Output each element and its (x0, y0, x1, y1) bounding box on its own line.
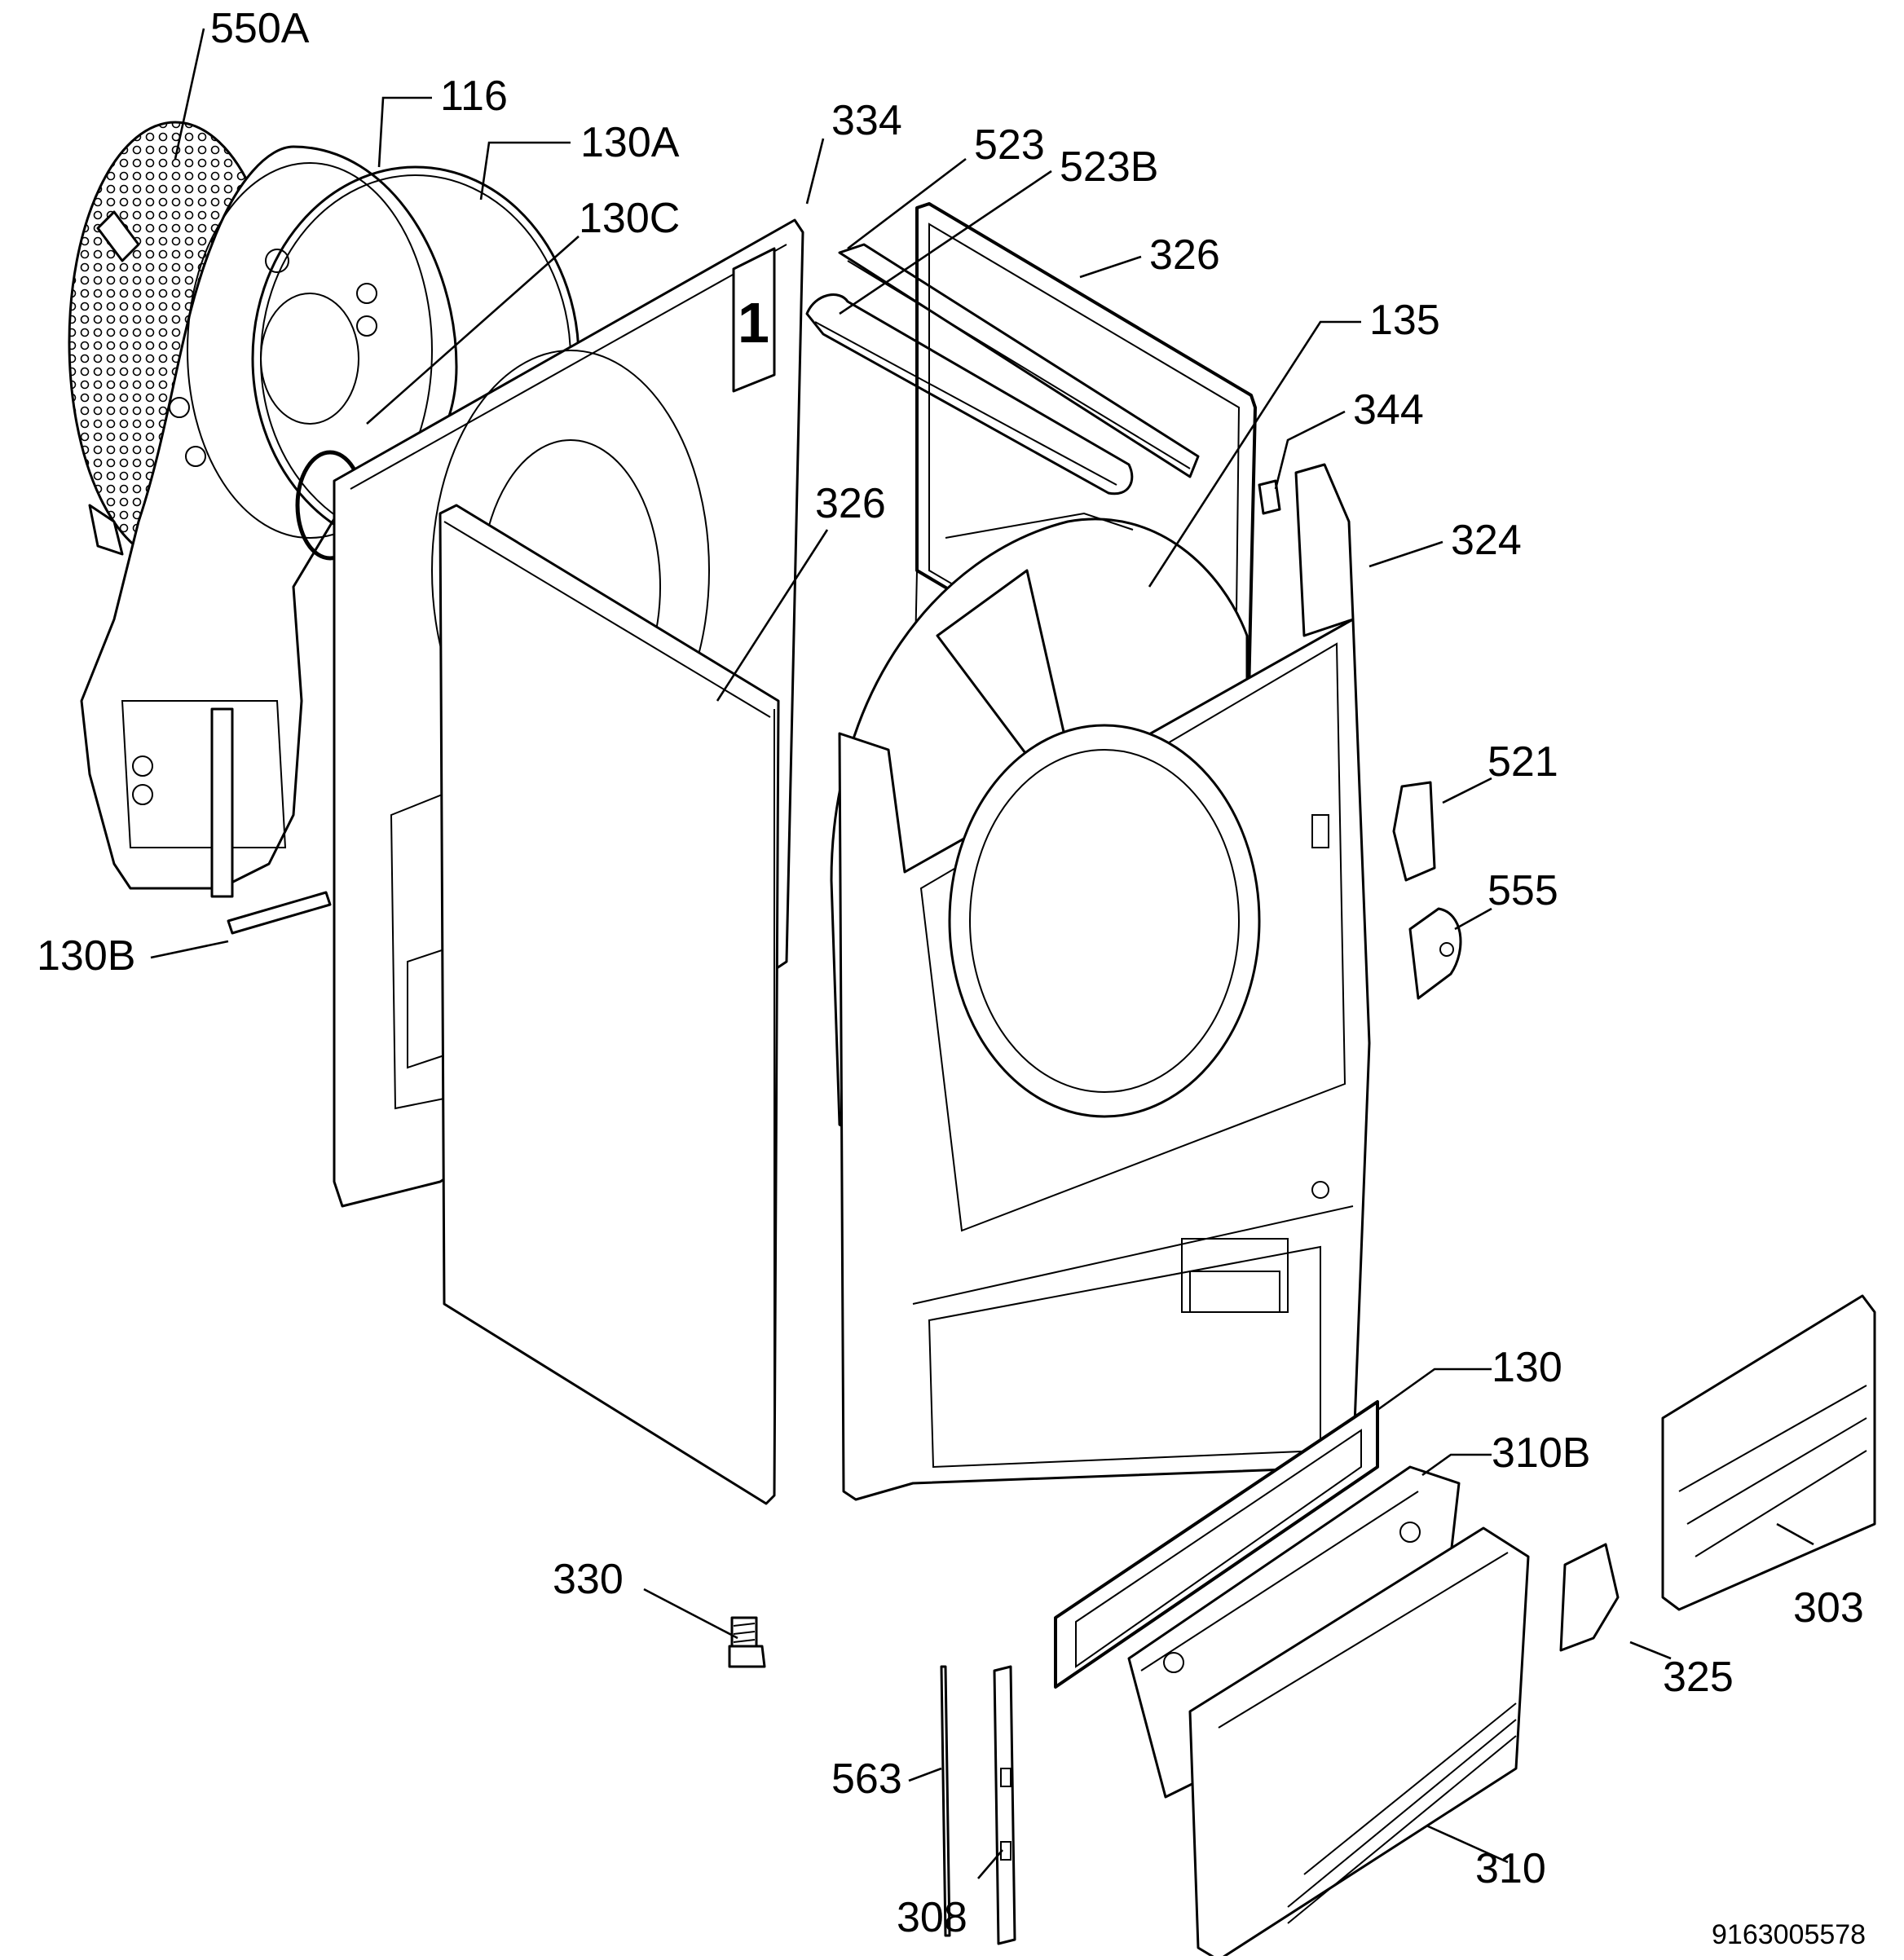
label-310B: 310B (1492, 1429, 1590, 1477)
front-panel-324 (838, 463, 1371, 1501)
label-325: 325 (1663, 1654, 1734, 1701)
side-cover-303 (1661, 1294, 1876, 1611)
hinge-344 (1258, 479, 1281, 515)
label-344: 344 (1353, 386, 1424, 434)
label-523: 523 (974, 121, 1045, 169)
latch-325 (1559, 1543, 1620, 1652)
top-seal-tube-523B (805, 293, 1134, 496)
rear-bearing-shield-116 (80, 145, 458, 898)
rod-563 (940, 1665, 951, 1937)
label-303: 303 (1793, 1584, 1864, 1632)
door-gasket-130 (1054, 1400, 1379, 1689)
document-number: 9163005578 (1712, 1919, 1866, 1950)
label-330: 330 (553, 1556, 624, 1603)
label-326-top: 326 (1149, 231, 1220, 279)
drawer-front-310 (1188, 1526, 1530, 1960)
label-550A: 550A (210, 5, 310, 52)
lamp-cover-521 (1392, 781, 1436, 882)
label-334: 334 (831, 97, 902, 144)
label-326-middle: 326 (815, 480, 886, 527)
leader-lines (150, 28, 1814, 1879)
label-130C: 130C (579, 195, 680, 242)
label-130: 130 (1492, 1344, 1562, 1391)
label-116: 116 (440, 73, 508, 120)
label-130A: 130A (580, 119, 680, 166)
label-523B: 523B (1060, 143, 1158, 191)
label-521: 521 (1488, 738, 1558, 786)
bracket-308 (993, 1665, 1016, 1945)
label-310: 310 (1475, 1845, 1546, 1892)
label-135: 135 (1369, 297, 1440, 344)
label-555: 555 (1488, 867, 1558, 914)
label-308: 308 (897, 1894, 967, 1941)
side-panel-326 (439, 504, 780, 1505)
panel-stamp-number: 1 (738, 291, 769, 355)
label-130B: 130B (37, 932, 135, 980)
seal-strip-130B (227, 891, 332, 935)
label-563: 563 (831, 1755, 902, 1803)
adjustable-foot-330 (728, 1616, 766, 1668)
label-324: 324 (1451, 517, 1522, 564)
cover-555 (1408, 907, 1462, 1000)
